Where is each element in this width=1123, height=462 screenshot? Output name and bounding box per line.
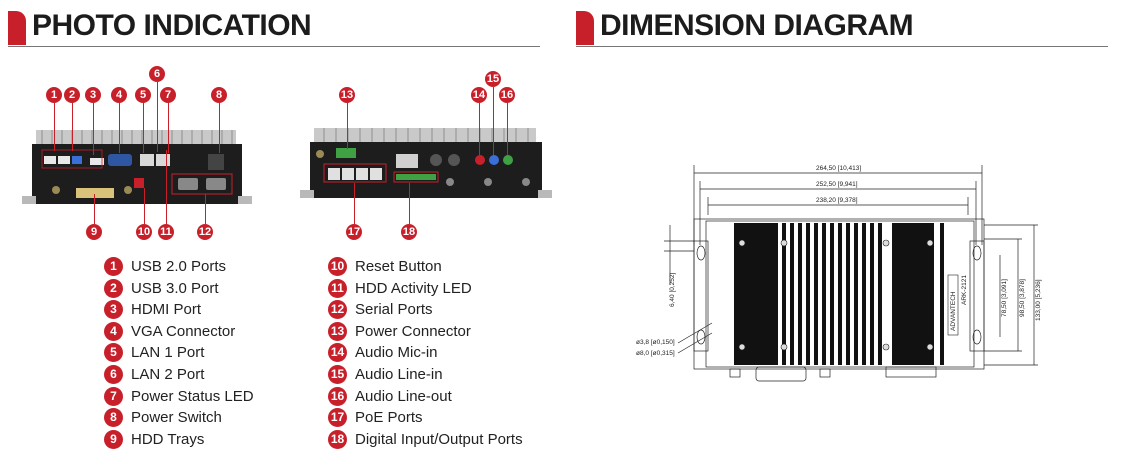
model-label: ARK-2121 <box>961 275 968 305</box>
header-title: PHOTO INDICATION <box>32 9 312 42</box>
leader-line <box>219 103 220 153</box>
legend-label: Reset Button <box>355 258 442 275</box>
legend-label: Digital Input/Output Ports <box>355 430 523 448</box>
legend-label: PoE Ports <box>355 409 423 427</box>
legend-label: LAN 2 Port <box>131 366 205 383</box>
header-accent-bar <box>576 11 594 45</box>
leader-line <box>144 188 145 224</box>
legend-number: 4 <box>104 321 123 341</box>
callout-11: 11 <box>158 224 174 240</box>
legend-number: 12 <box>328 300 347 320</box>
legend-number: 11 <box>328 278 347 298</box>
dim-height-total: 133,00 [5,236] <box>1035 279 1042 321</box>
dimension-diagram: ADVANTECH ARK-2121 264,50 [10,413] 252,5… <box>636 165 1042 382</box>
leader-line <box>93 103 94 155</box>
leader-line <box>168 103 169 153</box>
leader-line <box>354 183 355 224</box>
leader-line <box>479 103 480 155</box>
leader-line <box>72 103 73 151</box>
legend-number: 5 <box>104 343 123 363</box>
leader-line <box>157 82 158 152</box>
leader-line <box>143 103 144 153</box>
legend-number: 14 <box>328 343 347 363</box>
legend-number: 9 <box>104 429 123 449</box>
dim-height-b: 98,50 [3,878] <box>1019 279 1026 317</box>
callout-17: 17 <box>346 224 362 240</box>
leader-line <box>493 87 494 155</box>
dim-hole-a: ø3,8 [ø0,150] <box>636 339 675 346</box>
callout-18: 18 <box>401 224 417 240</box>
legend-label: Power Switch <box>131 409 222 427</box>
dim-width-overall: 264,50 [10,413] <box>816 165 861 172</box>
callout-16: 16 <box>499 87 515 103</box>
callout-2: 2 <box>64 87 80 103</box>
leader-line <box>119 103 120 153</box>
callout-12: 12 <box>197 224 213 240</box>
leader-line <box>507 103 508 155</box>
callout-8: 8 <box>211 87 227 103</box>
callout-7: 7 <box>160 87 176 103</box>
legend-number: 6 <box>104 365 123 384</box>
legend-number: 7 <box>104 386 123 406</box>
header-accent-bar <box>8 11 26 45</box>
section-header-photo-indication: PHOTO INDICATION <box>8 8 540 47</box>
legend-number: 3 <box>104 300 123 320</box>
legend-label: Serial Ports <box>355 301 433 319</box>
header-title: DIMENSION DIAGRAM <box>600 9 914 42</box>
legend-label: Power Status LED <box>131 387 254 405</box>
legend-label: HDMI Port <box>131 301 202 319</box>
legend-label: HDD Trays <box>131 430 205 448</box>
callout-3: 3 <box>85 87 101 103</box>
leader-line <box>166 150 167 224</box>
dim-width-inner: 238,20 [9,378] <box>816 197 858 204</box>
leader-line <box>409 183 410 224</box>
dim-height-small: 6,40 [0,252] <box>669 272 676 307</box>
legend-label: Audio Mic-in <box>355 344 438 362</box>
dim-width-mid: 252,50 [9,941] <box>816 181 858 188</box>
callout-13: 13 <box>339 87 355 103</box>
callout-14: 14 <box>471 87 487 103</box>
legend-number: 17 <box>328 408 347 428</box>
dim-height-a: 78,50 [3,091] <box>1001 279 1008 317</box>
legend-label: Audio Line-in <box>355 366 443 383</box>
legend-label: Power Connector <box>355 322 471 340</box>
legend-number: 2 <box>104 278 123 298</box>
legend-number: 1 <box>104 257 123 276</box>
callout-9: 9 <box>86 224 102 240</box>
legend-number: 10 <box>328 257 347 276</box>
legend-label: VGA Connector <box>131 322 236 340</box>
leader-line <box>347 103 348 149</box>
legend-label: USB 3.0 Port <box>131 279 219 297</box>
legend-number: 8 <box>104 408 123 428</box>
brand-label: ADVANTECH <box>950 291 957 331</box>
front-panel-photo <box>22 130 252 204</box>
callout-4: 4 <box>111 87 127 103</box>
callout-6: 6 <box>149 66 165 82</box>
rear-panel-photo <box>300 128 552 198</box>
legend-label: USB 2.0 Ports <box>131 258 227 275</box>
callout-5: 5 <box>135 87 151 103</box>
legend-label: HDD Activity LED <box>355 279 472 297</box>
leader-line <box>54 103 55 151</box>
legend-label: Audio Line-out <box>355 387 452 405</box>
dim-hole-b: ø8,0 [ø0,315] <box>636 350 675 357</box>
legend-number: 13 <box>328 321 347 341</box>
legend-number: 16 <box>328 386 347 406</box>
section-header-dimension-diagram: DIMENSION DIAGRAM <box>576 8 1108 47</box>
leader-line <box>205 194 206 224</box>
legend-label: LAN 1 Port <box>131 344 205 362</box>
leader-line <box>94 194 95 224</box>
callout-10: 10 <box>136 224 152 240</box>
callout-15: 15 <box>485 71 501 87</box>
legend-number: 15 <box>328 365 347 384</box>
legend-number: 18 <box>328 429 347 449</box>
callout-1: 1 <box>46 87 62 103</box>
